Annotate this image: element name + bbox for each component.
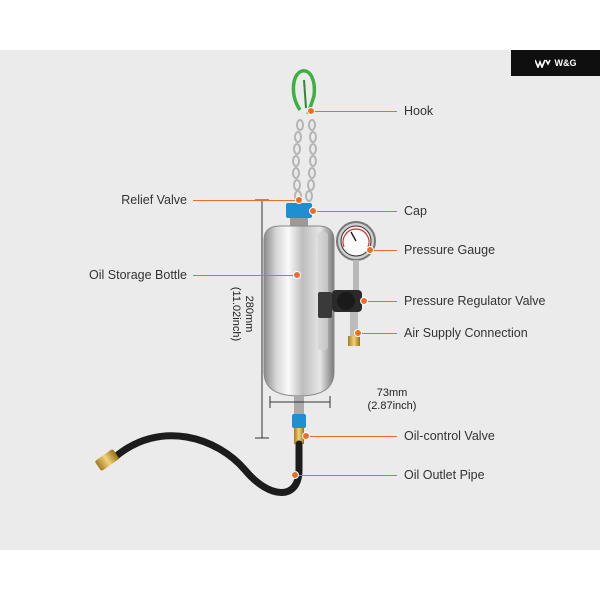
regulator-knob-icon	[318, 290, 362, 318]
label-air-supply-connection: Air Supply Connection	[404, 326, 528, 340]
label-oil-outlet-pipe: Oil Outlet Pipe	[404, 468, 485, 482]
oil-storage-bottle-marker	[293, 271, 301, 279]
height-mm: 280mm	[243, 295, 255, 333]
cap-marker	[309, 207, 317, 215]
air-supply-connection-leader	[360, 333, 397, 334]
pressure-gauge-icon	[336, 221, 376, 290]
oil-control-valve-leader	[308, 436, 397, 437]
width-mm: 73mm	[376, 387, 408, 399]
hook-leader	[312, 111, 397, 112]
oil-control-valve-icon	[292, 396, 306, 444]
oil-control-valve-marker	[302, 432, 310, 440]
pressure-regulator-valve-marker	[360, 297, 368, 305]
relief-valve-marker	[295, 196, 303, 204]
oil-outlet-pipe-icon	[110, 432, 303, 496]
chain-icon	[292, 119, 317, 202]
cap-leader	[314, 211, 397, 212]
pressure-gauge-leader	[372, 250, 397, 251]
cap-icon	[286, 203, 312, 218]
bottle-icon	[263, 225, 335, 397]
width-in: (2.87inch)	[367, 400, 417, 412]
hose-end-fitting-icon	[95, 449, 119, 471]
brand-mark-icon	[534, 59, 551, 68]
pressure-gauge-marker	[366, 246, 374, 254]
label-hook: Hook	[404, 104, 434, 118]
label-oil-control-valve: Oil-control Valve	[404, 429, 495, 443]
oil-outlet-pipe-leader	[296, 475, 397, 476]
label-pressure-regulator-valve: Pressure Regulator Valve	[404, 294, 546, 308]
air-supply-fitting-icon	[348, 312, 360, 346]
height-dimension-label: 280mm (11.02inch)	[229, 274, 255, 354]
height-in: (11.02inch)	[230, 286, 242, 342]
relief-valve-leader	[193, 200, 298, 201]
brand-logo: W&G	[511, 50, 600, 76]
oil-storage-bottle-leader	[193, 275, 298, 276]
hook-marker	[307, 107, 315, 115]
label-cap: Cap	[404, 204, 427, 218]
pressure-regulator-valve-leader	[366, 301, 397, 302]
label-oil-storage-bottle: Oil Storage Bottle	[89, 268, 187, 282]
label-relief-valve: Relief Valve	[121, 193, 187, 207]
brand-text: W&G	[554, 58, 577, 68]
width-dimension-label: 73mm (2.87inch)	[356, 387, 428, 413]
hook-icon	[291, 69, 317, 115]
label-pressure-gauge: Pressure Gauge	[404, 243, 496, 257]
oil-outlet-pipe-marker	[291, 471, 299, 479]
air-supply-connection-marker	[354, 329, 362, 337]
